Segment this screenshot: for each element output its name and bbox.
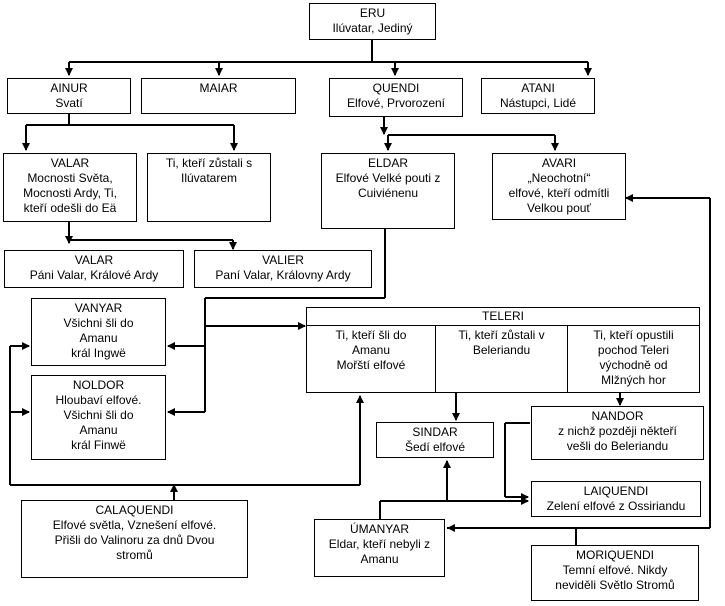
node-valar-mocnosti: VALAR Mocnosti Světa, Mocnosti Ardy, Ti,…: [3, 153, 137, 222]
node-atani-desc: Nástupci, Lidé: [499, 96, 577, 110]
node-vanyar: VANYAR Všichni šli do Amanu král Ingwë: [31, 298, 166, 366]
node-valar-pani-title: VALAR: [74, 253, 114, 267]
node-ti-zustali-line1: Ti, kteří zůstali s: [165, 156, 253, 170]
node-calaquendi-title: CALAQUENDI: [95, 503, 174, 517]
node-ainur-desc: Svatí: [55, 96, 83, 110]
node-laiquendi-desc: Zelení elfové z Ossiriandu: [546, 499, 686, 513]
node-teleri-aman-line2: Amanu: [351, 343, 391, 357]
node-teleri-beleriand-line2: Beleriandu: [472, 343, 531, 357]
node-valar-mocnosti-line3: kteří odešli do Eä: [23, 201, 117, 215]
node-noldor-line2: Všichni šli do: [63, 408, 134, 422]
node-eru-title: ERU: [359, 6, 386, 20]
node-ti-zustali: Ti, kteří zůstali s Ilúvatarem: [147, 153, 271, 222]
node-moriquendi-line2: neviděli Světlo Stromů: [555, 578, 675, 592]
node-moriquendi: MORIQUENDI Temní elfové. Nikdy neviděli …: [531, 545, 699, 601]
node-valier: VALIER Paní Valar, Královny Ardy: [194, 250, 372, 288]
node-noldor-line3: Amanu: [79, 423, 118, 437]
node-laiquendi-title: LAIQUENDI: [583, 484, 649, 498]
node-calaquendi: CALAQUENDI Elfové světla, Vznešení elfov…: [21, 500, 248, 578]
node-moriquendi-title: MORIQUENDI: [576, 548, 654, 562]
node-eru-desc: Ilúvatar, Jediný: [332, 21, 413, 35]
node-umanyar: ÚMANYAR Eldar, kteří nebyli z Amanu: [314, 519, 445, 577]
node-teleri-mlzne-hory: Ti, kteří opustili pochod Teleri východn…: [567, 325, 700, 393]
node-calaquendi-line2: Přišli do Valinoru za dnů Dvou: [54, 533, 215, 547]
node-moriquendi-line1: Temní elfové. Nikdy: [562, 563, 668, 577]
node-teleri-aman: Ti, kteří šli do Amanu Mořští elfové: [306, 325, 436, 393]
node-calaquendi-line1: Elfové světla, Vznešení elfové.: [52, 518, 217, 532]
node-vanyar-line3: král Ingwë: [71, 346, 126, 360]
node-teleri-beleriand-line1: Ti, kteří zůstali v: [458, 328, 545, 342]
node-nandor: NANDOR z nichž později někteří vešli do …: [531, 406, 704, 460]
node-teleri-mlzne-hory-line1: Ti, kteří opustili: [593, 328, 674, 342]
node-avari-line3: Velkou pouť: [527, 201, 591, 215]
node-teleri-mlzne-hory-line4: Mlžných hor: [601, 373, 666, 387]
node-atani: ATANI Nástupci, Lidé: [481, 78, 595, 114]
node-sindar-desc: Šedí elfové: [404, 440, 466, 454]
node-ainur: AINUR Svatí: [7, 78, 131, 114]
node-avari-line2: elfové, kteří odmítli: [508, 186, 610, 200]
node-calaquendi-line3: stromů: [116, 548, 153, 562]
node-umanyar-line2: Amanu: [360, 552, 399, 566]
node-avari-line1: „Neochotní“: [527, 171, 591, 185]
node-nandor-line2: vešli do Beleriandu: [566, 439, 669, 453]
node-teleri-aman-line1: Ti, kteří šli do: [335, 328, 407, 342]
node-valier-desc: Paní Valar, Královny Ardy: [215, 268, 351, 282]
node-avari-title: AVARI: [541, 156, 577, 170]
node-valar-pani: VALAR Páni Valar, Králové Ardy: [4, 250, 184, 288]
node-maiar: MAIAR: [141, 78, 296, 114]
node-eldar-line2: Cuiviénenu: [357, 186, 419, 200]
node-quendi-desc: Elfové, Prvorození: [346, 96, 446, 110]
node-quendi-title: QUENDI: [372, 81, 420, 95]
node-avari: AVARI „Neochotní“ elfové, kteří odmítli …: [492, 153, 626, 220]
node-noldor-line1: Hloubaví elfové.: [55, 393, 142, 407]
node-sindar-title: SINDAR: [412, 425, 458, 439]
node-vanyar-title: VANYAR: [74, 301, 123, 315]
node-atani-title: ATANI: [521, 81, 555, 95]
node-eru: ERU Ilúvatar, Jediný: [309, 3, 436, 40]
node-laiquendi: LAIQUENDI Zelení elfové z Ossiriandu: [531, 481, 701, 517]
node-teleri-mlzne-hory-line2: pochod Teleri: [597, 343, 670, 357]
node-teleri: TELERI: [306, 307, 700, 326]
node-noldor-title: NOLDOR: [72, 378, 125, 392]
node-ainur-title: AINUR: [50, 81, 88, 95]
node-valar-pani-desc: Páni Valar, Králové Ardy: [29, 268, 159, 282]
node-vanyar-line1: Všichni šli do: [63, 316, 134, 330]
node-eldar-line1: Elfové Velké pouti z: [335, 171, 441, 185]
node-valar-mocnosti-line2: Mocnosti Ardy, Ti,: [23, 186, 117, 200]
node-ti-zustali-line2: Ilúvatarem: [180, 171, 238, 185]
node-teleri-aman-line3: Mořští elfové: [336, 358, 406, 372]
node-teleri-beleriand: Ti, kteří zůstali v Beleriandu: [435, 325, 568, 393]
node-umanyar-title: ÚMANYAR: [349, 522, 410, 536]
node-noldor: NOLDOR Hloubaví elfové. Všichni šli do A…: [31, 375, 166, 460]
node-quendi: QUENDI Elfové, Prvorození: [329, 78, 463, 117]
node-valier-title: VALIER: [262, 253, 304, 267]
node-valar-mocnosti-line1: Mocnosti Světa,: [27, 171, 113, 185]
node-eldar-title: ELDAR: [367, 156, 408, 170]
node-umanyar-line1: Eldar, kteří nebyli z: [328, 537, 431, 551]
node-vanyar-line2: Amanu: [79, 331, 118, 345]
node-teleri-title: TELERI: [481, 309, 524, 323]
node-eldar: ELDAR Elfové Velké pouti z Cuiviénenu: [321, 153, 455, 229]
node-noldor-line4: král Finwë: [71, 438, 126, 452]
node-nandor-title: NANDOR: [591, 409, 644, 423]
node-teleri-mlzne-hory-line3: východně od: [599, 358, 668, 372]
node-maiar-title: MAIAR: [199, 81, 238, 95]
node-sindar: SINDAR Šedí elfové: [376, 422, 494, 458]
node-valar-mocnosti-title: VALAR: [50, 156, 90, 170]
node-nandor-line1: z nichž později někteří: [558, 424, 677, 438]
